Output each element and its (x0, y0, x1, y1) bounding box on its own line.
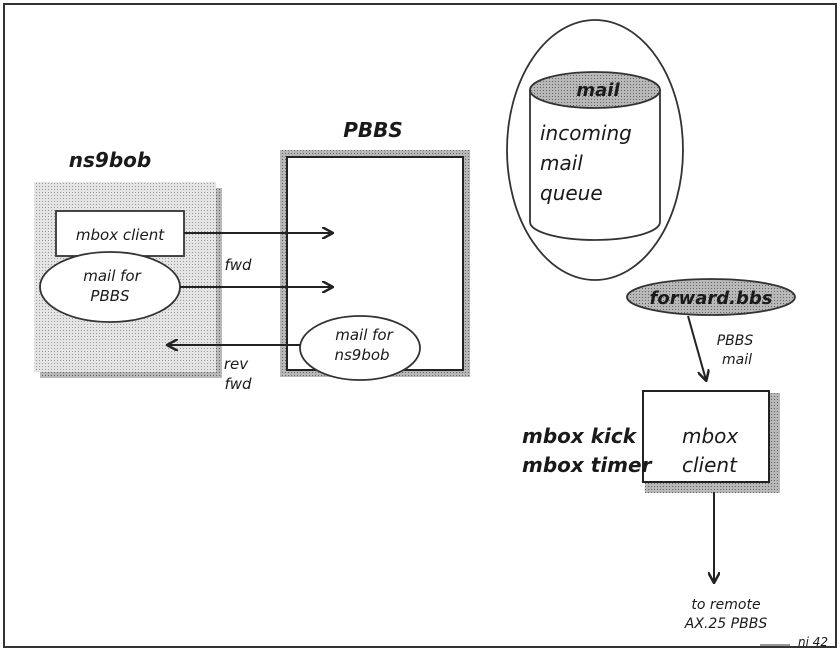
rev-fwd-line2: fwd (224, 375, 252, 393)
mbox-kick-label: mbox kick (522, 424, 638, 448)
mbox-client-line2: client (682, 453, 738, 477)
pbbs-title: PBBS (343, 118, 403, 142)
mail-for-ns9bob-line2: ns9bob (334, 346, 389, 364)
mail-queue-cylinder (529, 71, 661, 241)
mbox-client-process (642, 390, 780, 493)
queue-line3: queue (540, 181, 603, 205)
ns9bob-title: ns9bob (69, 148, 151, 172)
remote-line2: AX.25 PBBS (684, 616, 768, 632)
remote-line1: to remote (691, 597, 760, 613)
mbox-client-box (55, 210, 185, 257)
mail-for-pbbs-line1: mail for (83, 267, 141, 285)
pbbs-mail-line1: PBBS (717, 333, 754, 349)
forward-bbs-oval (626, 278, 796, 316)
pbbs-mail-arrow (687, 315, 706, 380)
mail-for-pbbs-line2: PBBS (90, 287, 130, 305)
mbox-timer-label: mbox timer (522, 453, 653, 477)
figure-id: ni 42 (798, 635, 828, 649)
mail-for-ns9bob-oval (299, 315, 421, 381)
mbox-client-box-label: mbox client (76, 226, 165, 244)
forward-bbs-label: forward.bbs (650, 288, 773, 309)
pbbs-mail-line2: mail (722, 352, 752, 368)
fwd-label: fwd (224, 256, 252, 274)
rev-fwd-line1: rev (224, 355, 249, 373)
mbox-client-line1: mbox (682, 424, 738, 448)
queue-line2: mail (540, 151, 583, 175)
queue-line1: incoming (540, 121, 632, 145)
figure-frame (3, 3, 837, 648)
cylinder-top-label: mail (576, 80, 620, 101)
mail-for-ns9bob-line1: mail for (335, 326, 393, 344)
